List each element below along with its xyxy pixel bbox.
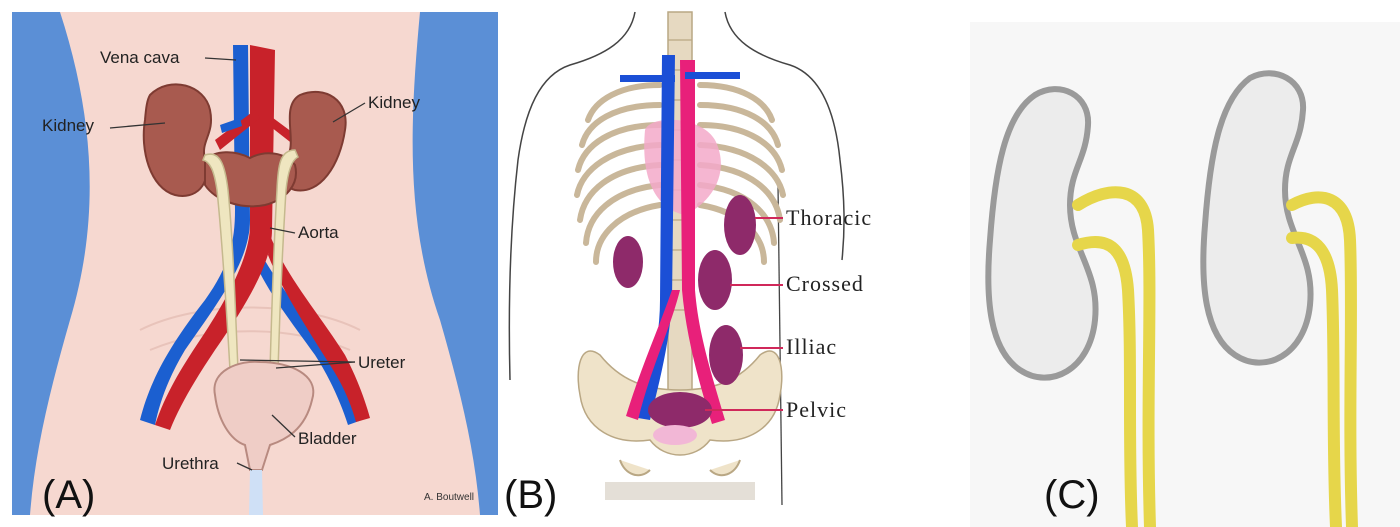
urethra xyxy=(249,470,263,515)
label-ureter: Ureter xyxy=(358,353,406,372)
panel-c-illustration: (C) xyxy=(960,0,1400,527)
label-aorta: Aorta xyxy=(298,223,339,242)
femur-heads xyxy=(620,460,740,475)
label-illiac: Illiac xyxy=(786,334,837,359)
panel-a-credit: A. Boutwell xyxy=(424,492,474,503)
label-thoracic: Thoracic xyxy=(786,205,872,230)
panel-a-illustration: Vena cava Kidney Kidney Aorta Ureter Bla… xyxy=(0,0,500,527)
kidney-illiac xyxy=(709,325,743,385)
panel-c-duplex-ureters: (C) xyxy=(960,0,1400,527)
label-pelvic: Pelvic xyxy=(786,397,847,422)
label-kidney-right: Kidney xyxy=(368,93,420,112)
kidney-pelvic xyxy=(648,392,712,428)
panel-a-anatomy: Vena cava Kidney Kidney Aorta Ureter Bla… xyxy=(0,0,500,527)
label-vena-cava: Vena cava xyxy=(100,48,180,67)
kidney-left xyxy=(144,84,211,196)
kidney-normal-left xyxy=(613,236,643,288)
label-kidney-left: Kidney xyxy=(42,116,94,135)
bladder-b xyxy=(653,425,697,445)
label-bladder: Bladder xyxy=(298,429,357,448)
panel-c-letter: (C) xyxy=(1044,473,1100,517)
kidney-crossed xyxy=(698,250,732,310)
panel-b-illustration: Thoracic Crossed Illiac Pelvic (B) xyxy=(500,0,940,527)
body-outline-right-lower xyxy=(778,185,782,505)
label-crossed: Crossed xyxy=(786,271,864,296)
panel-a-letter: (A) xyxy=(42,473,95,517)
label-urethra: Urethra xyxy=(162,454,219,473)
kidney-thoracic xyxy=(724,195,756,255)
panel-b-letter: (B) xyxy=(504,473,557,517)
caption-smudge xyxy=(605,482,755,500)
panel-b-ectopic-kidneys: Thoracic Crossed Illiac Pelvic (B) xyxy=(500,0,940,527)
